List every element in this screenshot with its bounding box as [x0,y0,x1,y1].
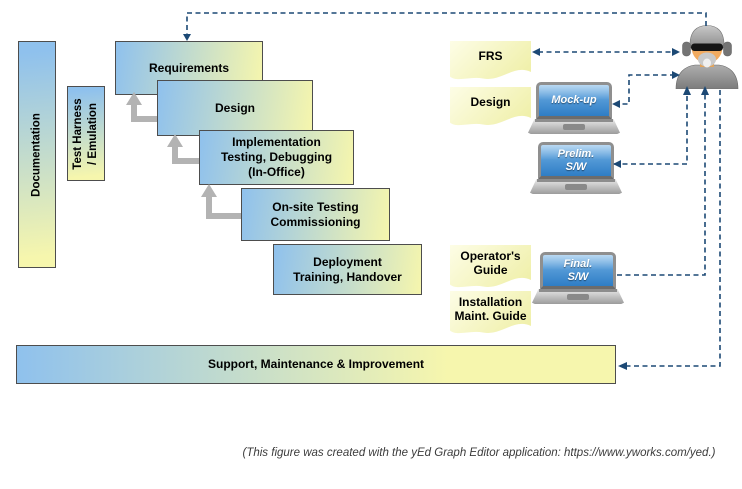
phase-deployment-line2: Training, Handover [293,269,402,284]
phase-implementation-line3: (In-Office) [248,165,305,179]
design-doc-label: Design [470,95,511,110]
operators-guide-line2: Guide [473,263,508,278]
operators-guide-document-shape: Operator's Guide [450,245,531,293]
mockup-laptop-base [528,119,620,134]
feedback-arrow-onsite-to-implementation [206,197,241,219]
support-maintenance-bar: Support, Maintenance & Improvement [16,345,616,384]
final-sw-laptop-icon: Final. S/W [532,252,624,304]
phase-requirements-label: Requirements [148,60,230,75]
feedback-arrow-implementation-to-design [172,147,199,164]
phase-implementation-line2: Testing, Debugging [220,150,333,164]
installation-guide-line1: Installation [458,295,523,309]
installation-guide-line2: Maint. Guide [454,309,527,324]
edge-prelim-person [614,95,688,165]
frs-label: FRS [478,49,503,64]
mockup-label: Mock-up [551,94,597,107]
arrowhead-support [618,362,627,370]
arrowhead-requirements [183,34,191,41]
final-sw-line2: S/W [567,270,589,283]
operators-guide-line1: Operator's [460,249,521,263]
mockup-laptop-icon: Mock-up [528,82,620,134]
mockup-laptop-screen: Mock-up [536,82,612,119]
customer-person-icon [675,25,739,89]
final-sw-laptop-screen: Final. S/W [540,252,616,289]
arrowhead-frs [532,48,540,56]
phase-onsite-line1: On-site Testing [272,199,359,214]
documentation-label: Documentation [30,112,43,197]
edge-person-to-support [627,90,721,367]
feedback-arrow-design-to-requirements [131,105,157,122]
edge-person-to-requirements [186,12,707,36]
feedback-arrowhead-3 [201,184,217,197]
edge-mockup-person [614,74,674,105]
support-maintenance-label: Support, Maintenance & Improvement [207,357,425,371]
phase-implementation-line1: Implementation [232,135,321,149]
frs-document-shape: FRS [450,41,531,83]
phase-onsite-testing: On-site Testing Commissioning [241,188,390,241]
phase-onsite-line2: Commissioning [270,214,361,229]
prelim-sw-laptop-base [530,179,622,194]
prelim-sw-laptop-icon: Prelim. S/W [530,142,622,194]
prelim-sw-line1: Prelim. [557,147,595,160]
design-document-shape: Design [450,87,531,129]
phase-deployment-line1: Deployment [313,254,382,269]
final-sw-line1: Final. [563,257,593,270]
phase-design-label: Design [214,100,255,115]
phase-deployment: Deployment Training, Handover [273,244,422,295]
edge-final-person [617,95,706,276]
prelim-sw-line2: S/W [565,160,587,173]
prelim-sw-laptop-screen: Prelim. S/W [538,142,614,179]
documentation-bar: Documentation [18,41,56,268]
phase-implementation: Implementation Testing, Debugging (In-Of… [199,130,354,185]
installation-guide-document-shape: Installation Maint. Guide [450,291,531,339]
caption: (This figure was created with the yEd Gr… [242,447,716,459]
final-sw-laptop-base [532,289,624,304]
test-harness-bar: Test Harness/ Emulation [67,86,105,181]
test-harness-label: Test Harness/ Emulation [72,97,99,170]
phase-design: Design [157,80,313,136]
